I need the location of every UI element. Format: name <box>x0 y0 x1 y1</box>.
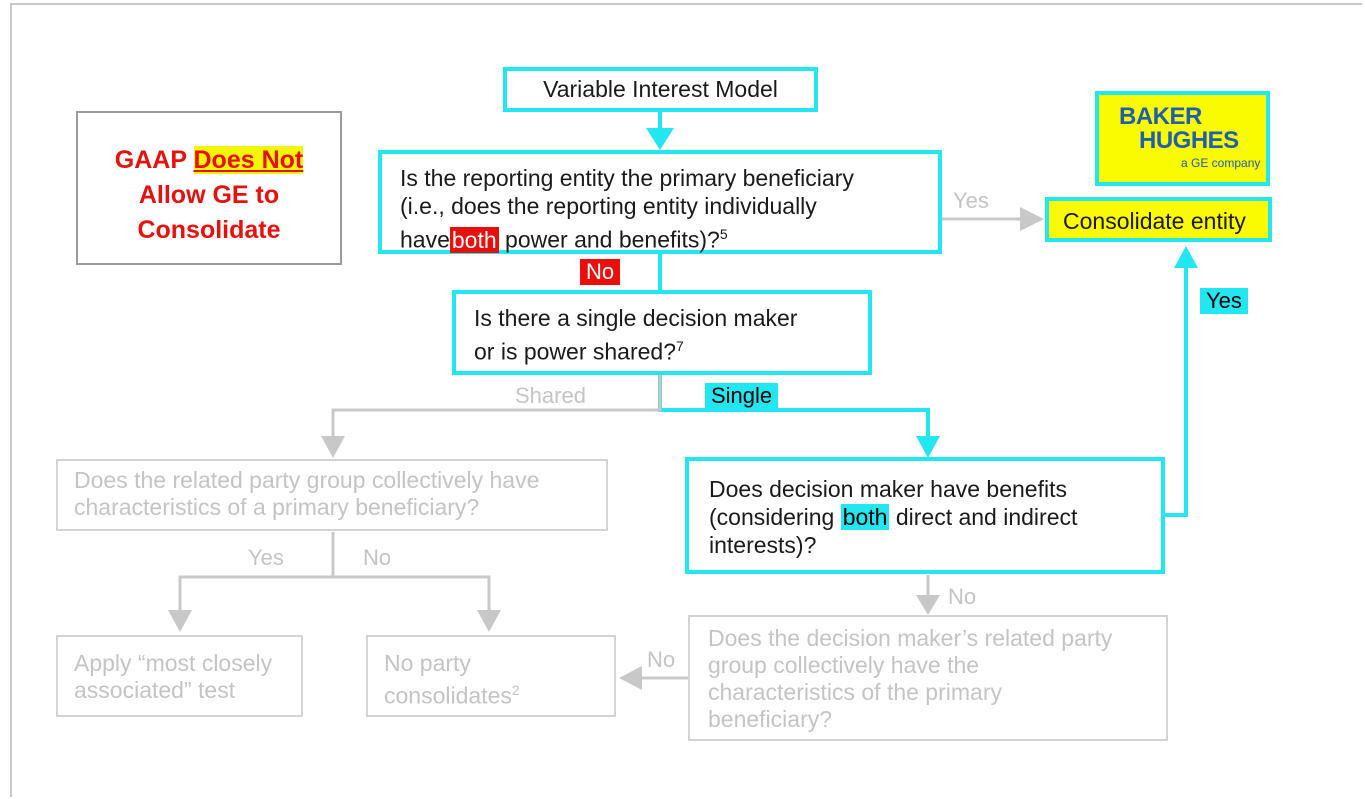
q1-line1: Is the reporting entity the primary bene… <box>400 165 854 191</box>
label-rp-yes: Yes <box>248 545 284 570</box>
node-primary-beneficiary-question: Is the reporting entity the primary bene… <box>378 150 942 254</box>
q3-line1: Does decision maker have benefits <box>709 476 1067 502</box>
baker-hughes-logo: BAKER HUGHES a GE company <box>1095 91 1270 186</box>
arrowhead-q3-no <box>916 595 940 615</box>
q1-line3-a: have <box>400 226 450 253</box>
node-decision-maker-related-party: Does the decision maker’s related party … <box>688 615 1168 741</box>
edge-q3-yes <box>1162 268 1188 517</box>
label-dm-no: No <box>647 647 676 672</box>
arrowhead-q3-yes <box>1174 246 1198 268</box>
q3-both-highlight: both <box>840 504 890 530</box>
dmrp-line4: beneficiary? <box>708 706 833 732</box>
label-shared: Shared <box>515 383 586 408</box>
node-variable-interest-model: Variable Interest Model <box>503 67 818 112</box>
node-apply-test: Apply “most closely associated” test <box>56 635 303 717</box>
gaap-note: GAAP Does Not Allow GE to Consolidate <box>76 111 342 265</box>
q1-both-highlight: both <box>449 226 499 253</box>
q2-footnote: 7 <box>676 338 684 354</box>
q1-line3-b: power and benefits)? <box>498 226 720 253</box>
label-q3-no: No <box>948 584 977 609</box>
node-consolidate-entity: Consolidate entity <box>1045 197 1272 242</box>
q1-footnote: 5 <box>719 226 728 242</box>
noparty-line2: consolidates <box>384 682 512 709</box>
arrowhead-single <box>916 436 940 458</box>
gaap-line2: Allow GE to <box>138 181 280 209</box>
gaap-line3: Consolidate <box>137 216 281 244</box>
node-start-label: Variable Interest Model <box>543 76 778 102</box>
does-not-highlight: Does Not <box>193 146 304 174</box>
edge-shared <box>331 372 662 438</box>
label-q1-yes: Yes <box>953 188 989 213</box>
dmrp-line3: characteristics of the primary <box>708 679 1002 705</box>
consolidate-label: Consolidate entity <box>1063 208 1246 234</box>
q2-line2: or is power shared? <box>474 338 676 365</box>
node-related-party-group: Does the related party group collectivel… <box>56 459 608 531</box>
node-decision-maker-question: Is there a single decision maker or is p… <box>452 290 872 375</box>
edge-rp-branches <box>178 575 491 612</box>
arrowhead-shared <box>321 436 345 458</box>
rp-line2: characteristics of a primary beneficiary… <box>74 494 480 520</box>
gaap-word: GAAP <box>114 146 187 174</box>
node-no-party-consolidates: No party consolidates2 <box>366 635 616 717</box>
noparty-line1: No party <box>384 650 471 676</box>
arrowhead-q1-yes <box>1020 207 1044 231</box>
rp-line1: Does the related party group collectivel… <box>74 467 540 493</box>
arrowhead-rp-no <box>477 610 501 632</box>
logo-line1: BAKER <box>1119 103 1202 130</box>
noparty-footnote: 2 <box>511 682 520 698</box>
dmrp-line2: group collectively have the <box>708 652 980 678</box>
apply-line2: associated” test <box>74 677 236 703</box>
edge-q2-single <box>658 372 930 440</box>
logo-line2: HUGHES <box>1139 127 1239 154</box>
logo-line3: a GE company <box>1181 156 1261 170</box>
arrowhead-dm-no <box>619 666 642 690</box>
q3-line2-a: (considering <box>709 504 841 530</box>
q2-line1: Is there a single decision maker <box>474 305 798 331</box>
label-q1-no: No <box>580 259 621 285</box>
dmrp-line1: Does the decision maker’s related party <box>708 625 1113 651</box>
q1-line2: (i.e., does the reporting entity individ… <box>400 193 817 219</box>
label-q3-yes: Yes <box>1200 288 1248 314</box>
arrowhead-rp-yes <box>168 610 192 632</box>
node-decision-maker-benefits: Does decision maker have benefits (consi… <box>685 457 1165 574</box>
arrowhead-start-q1 <box>646 128 674 150</box>
label-rp-no: No <box>363 545 392 570</box>
apply-line1: Apply “most closely <box>74 650 273 676</box>
label-single: Single <box>705 383 779 409</box>
q3-line2-b: direct and indirect <box>889 504 1078 530</box>
q3-line3: interests)? <box>709 532 817 558</box>
slide-frame <box>10 3 1362 797</box>
